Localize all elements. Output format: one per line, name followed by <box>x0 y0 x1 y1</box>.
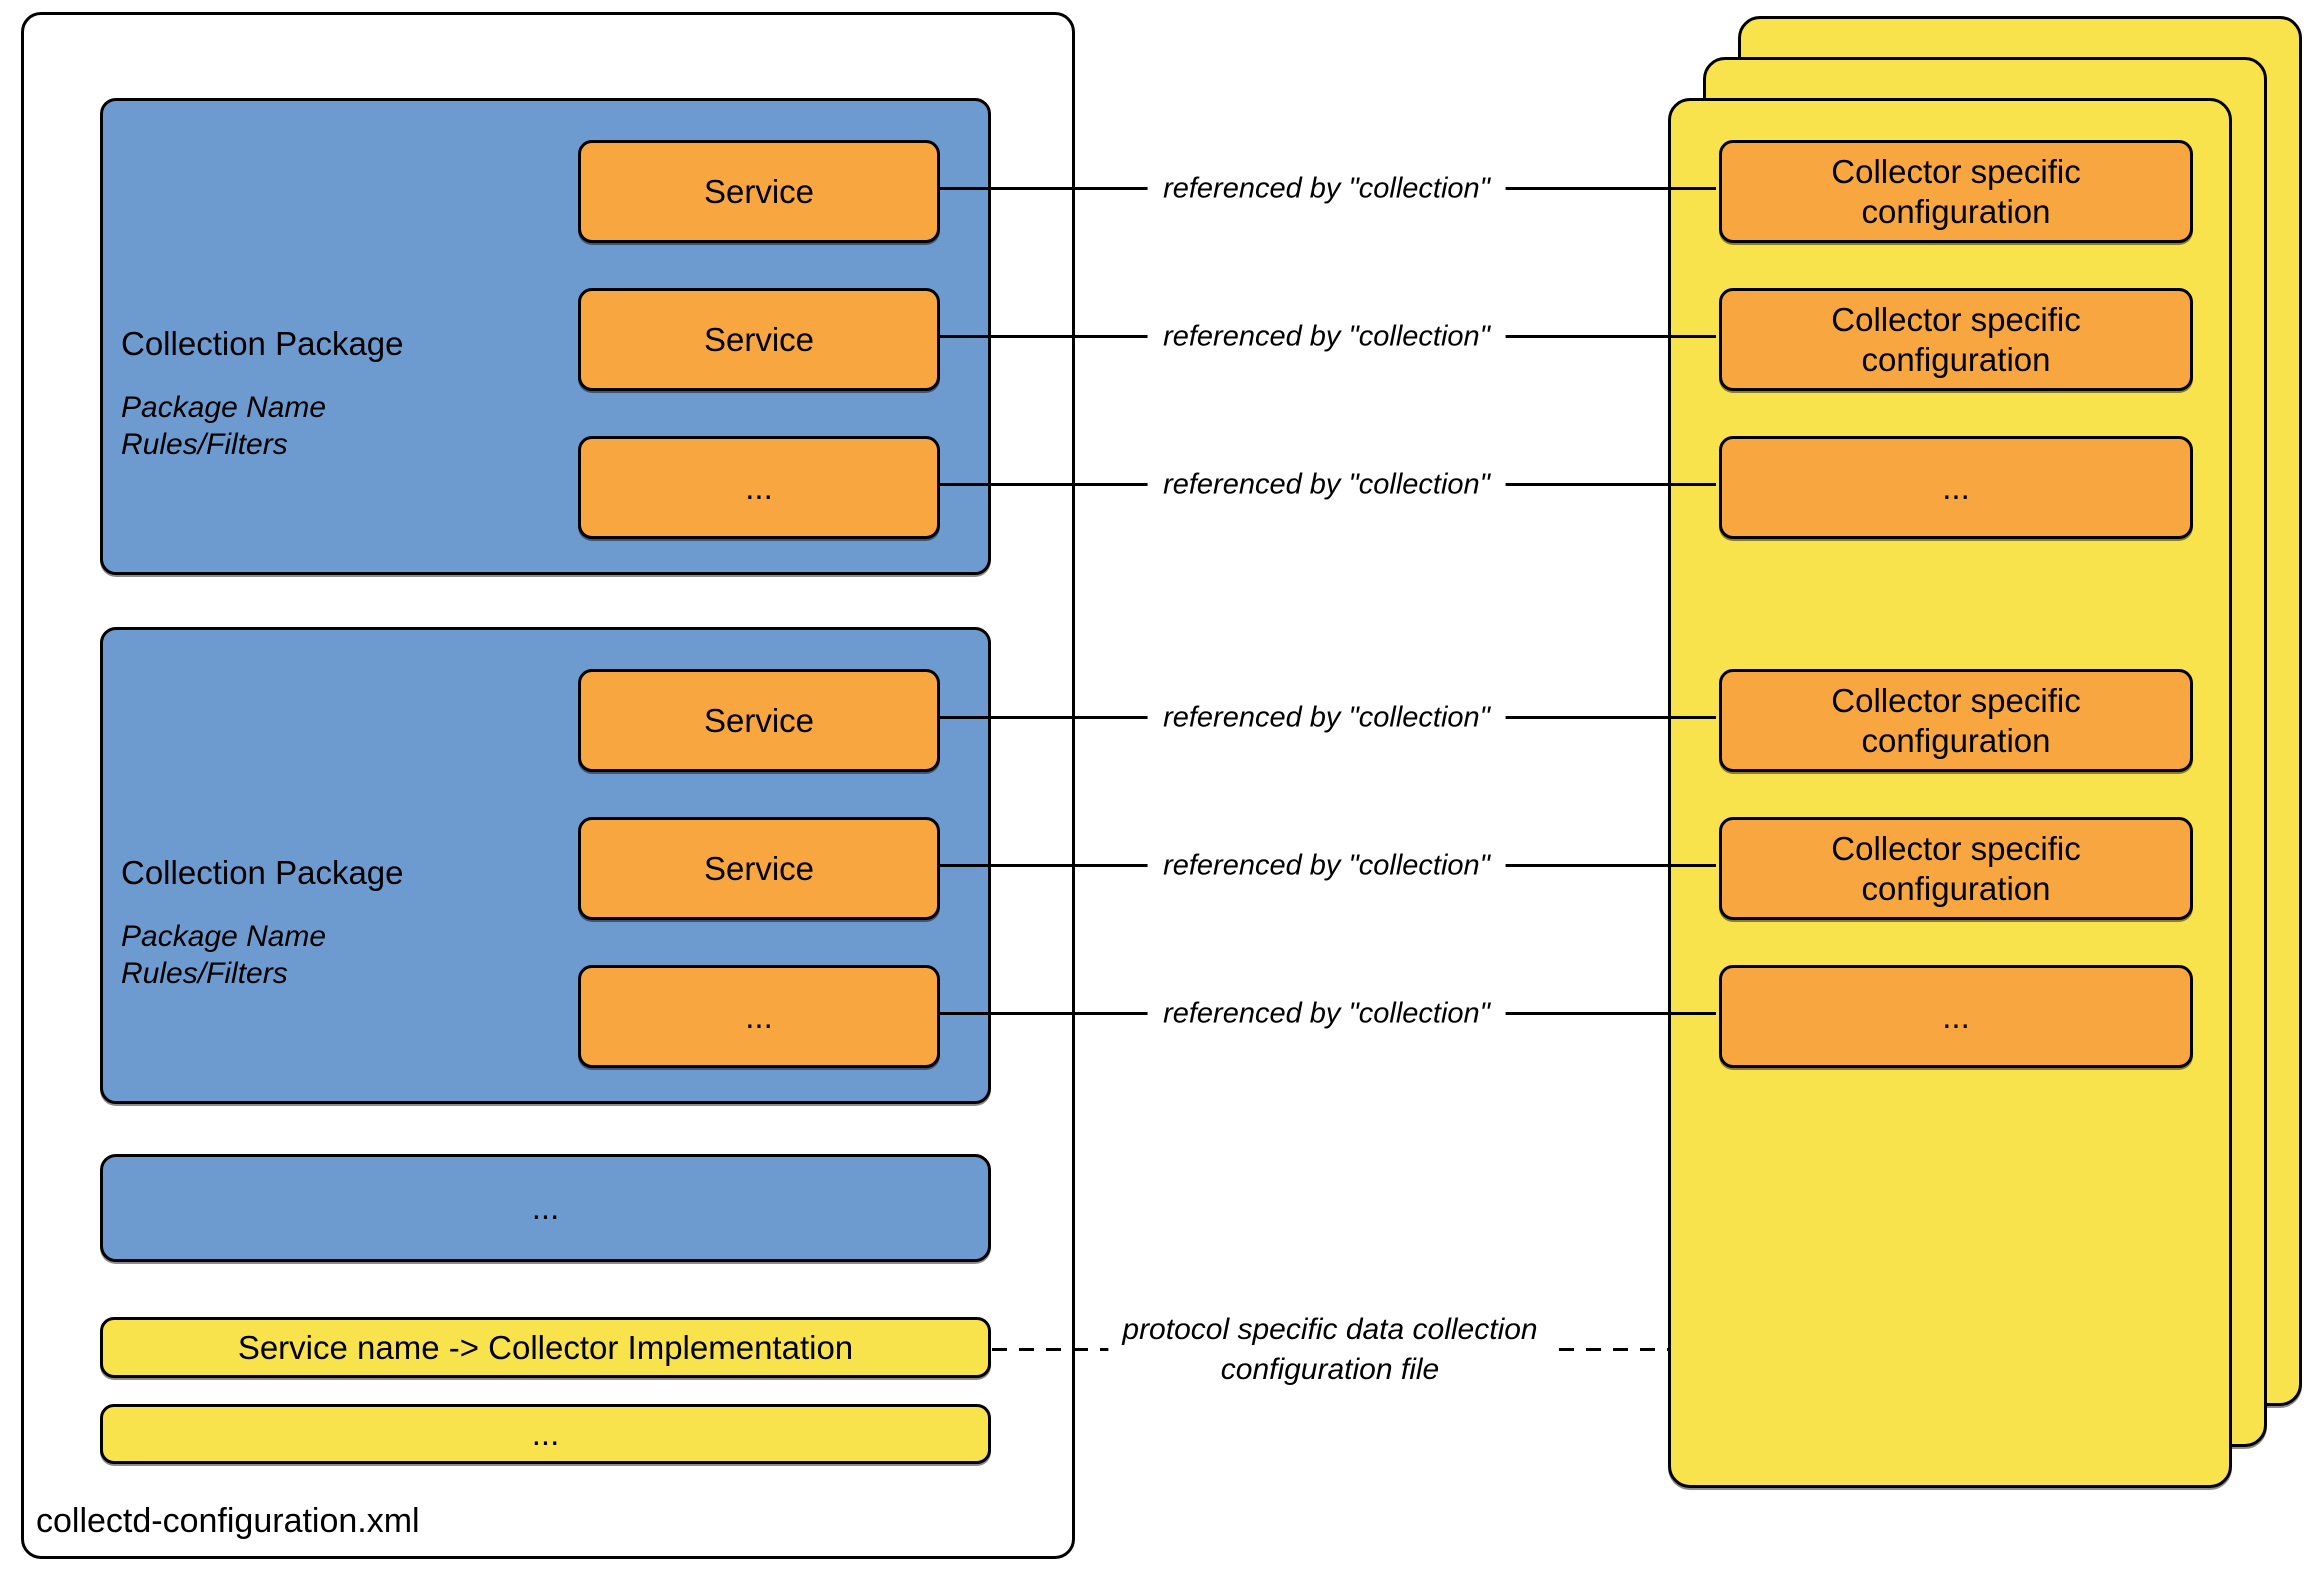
service-to-collector-mapping-box: Service name -> Collector Implementation <box>100 1317 991 1378</box>
collection-package-title: Collection Package <box>121 325 404 362</box>
collection-package-meta: Package Name Rules/Filters <box>121 389 326 463</box>
collection-package-1: Collection Package Package Name Rules/Fi… <box>100 98 991 575</box>
package-name-label: Package Name <box>121 391 327 424</box>
collector-specific-configuration-box: Collector specific configuration <box>1719 140 2193 243</box>
protocol-label-line-1: protocol specific data collection <box>1122 1312 1538 1346</box>
reference-label: referenced by "collection" <box>1147 697 1506 738</box>
service-box: Service <box>578 288 940 391</box>
collector-configuration-ellipsis-box: ... <box>1719 436 2193 539</box>
reference-label: referenced by "collection" <box>1147 993 1506 1034</box>
collector-configuration-ellipsis-box: ... <box>1719 965 2193 1068</box>
reference-connector-line: referenced by "collection" <box>937 845 1716 886</box>
collector-specific-configuration-box: Collector specific configuration <box>1719 817 2193 920</box>
service-ellipsis-box: ... <box>578 965 940 1068</box>
service-ellipsis-box: ... <box>578 436 940 539</box>
service-box: Service <box>578 140 940 243</box>
rules-filters-label: Rules/Filters <box>121 957 288 990</box>
protocol-label-line-2: configuration file <box>1220 1352 1440 1386</box>
collection-package-2: Collection Package Package Name Rules/Fi… <box>100 627 991 1104</box>
package-name-label: Package Name <box>121 920 327 953</box>
service-box: Service <box>578 669 940 772</box>
reference-label: referenced by "collection" <box>1147 845 1506 886</box>
collection-package-title: Collection Package <box>121 854 404 891</box>
collector-specific-configuration-box: Collector specific configuration <box>1719 669 2193 772</box>
file-name-label: collectd-configuration.xml <box>36 1502 420 1540</box>
more-packages-ellipsis-box: ... <box>100 1154 991 1262</box>
protocol-config-page-front: Collector specific configuration Collect… <box>1668 98 2232 1488</box>
reference-label: referenced by "collection" <box>1147 168 1506 209</box>
reference-label: referenced by "collection" <box>1147 464 1506 505</box>
more-mappings-ellipsis-box: ... <box>100 1404 991 1464</box>
rules-filters-label: Rules/Filters <box>121 428 288 461</box>
reference-connector-line: referenced by "collection" <box>937 168 1716 209</box>
collector-specific-configuration-box: Collector specific configuration <box>1719 288 2193 391</box>
reference-connector-line: referenced by "collection" <box>937 993 1716 1034</box>
reference-connector-line: referenced by "collection" <box>937 464 1716 505</box>
protocol-connector-dashed-line: protocol specific data collection config… <box>992 1307 1668 1392</box>
collection-package-meta: Package Name Rules/Filters <box>121 918 326 992</box>
reference-connector-line: referenced by "collection" <box>937 697 1716 738</box>
service-box: Service <box>578 817 940 920</box>
reference-connector-line: referenced by "collection" <box>937 316 1716 357</box>
reference-label: referenced by "collection" <box>1147 316 1506 357</box>
protocol-config-file-label: protocol specific data collection config… <box>1108 1307 1552 1392</box>
